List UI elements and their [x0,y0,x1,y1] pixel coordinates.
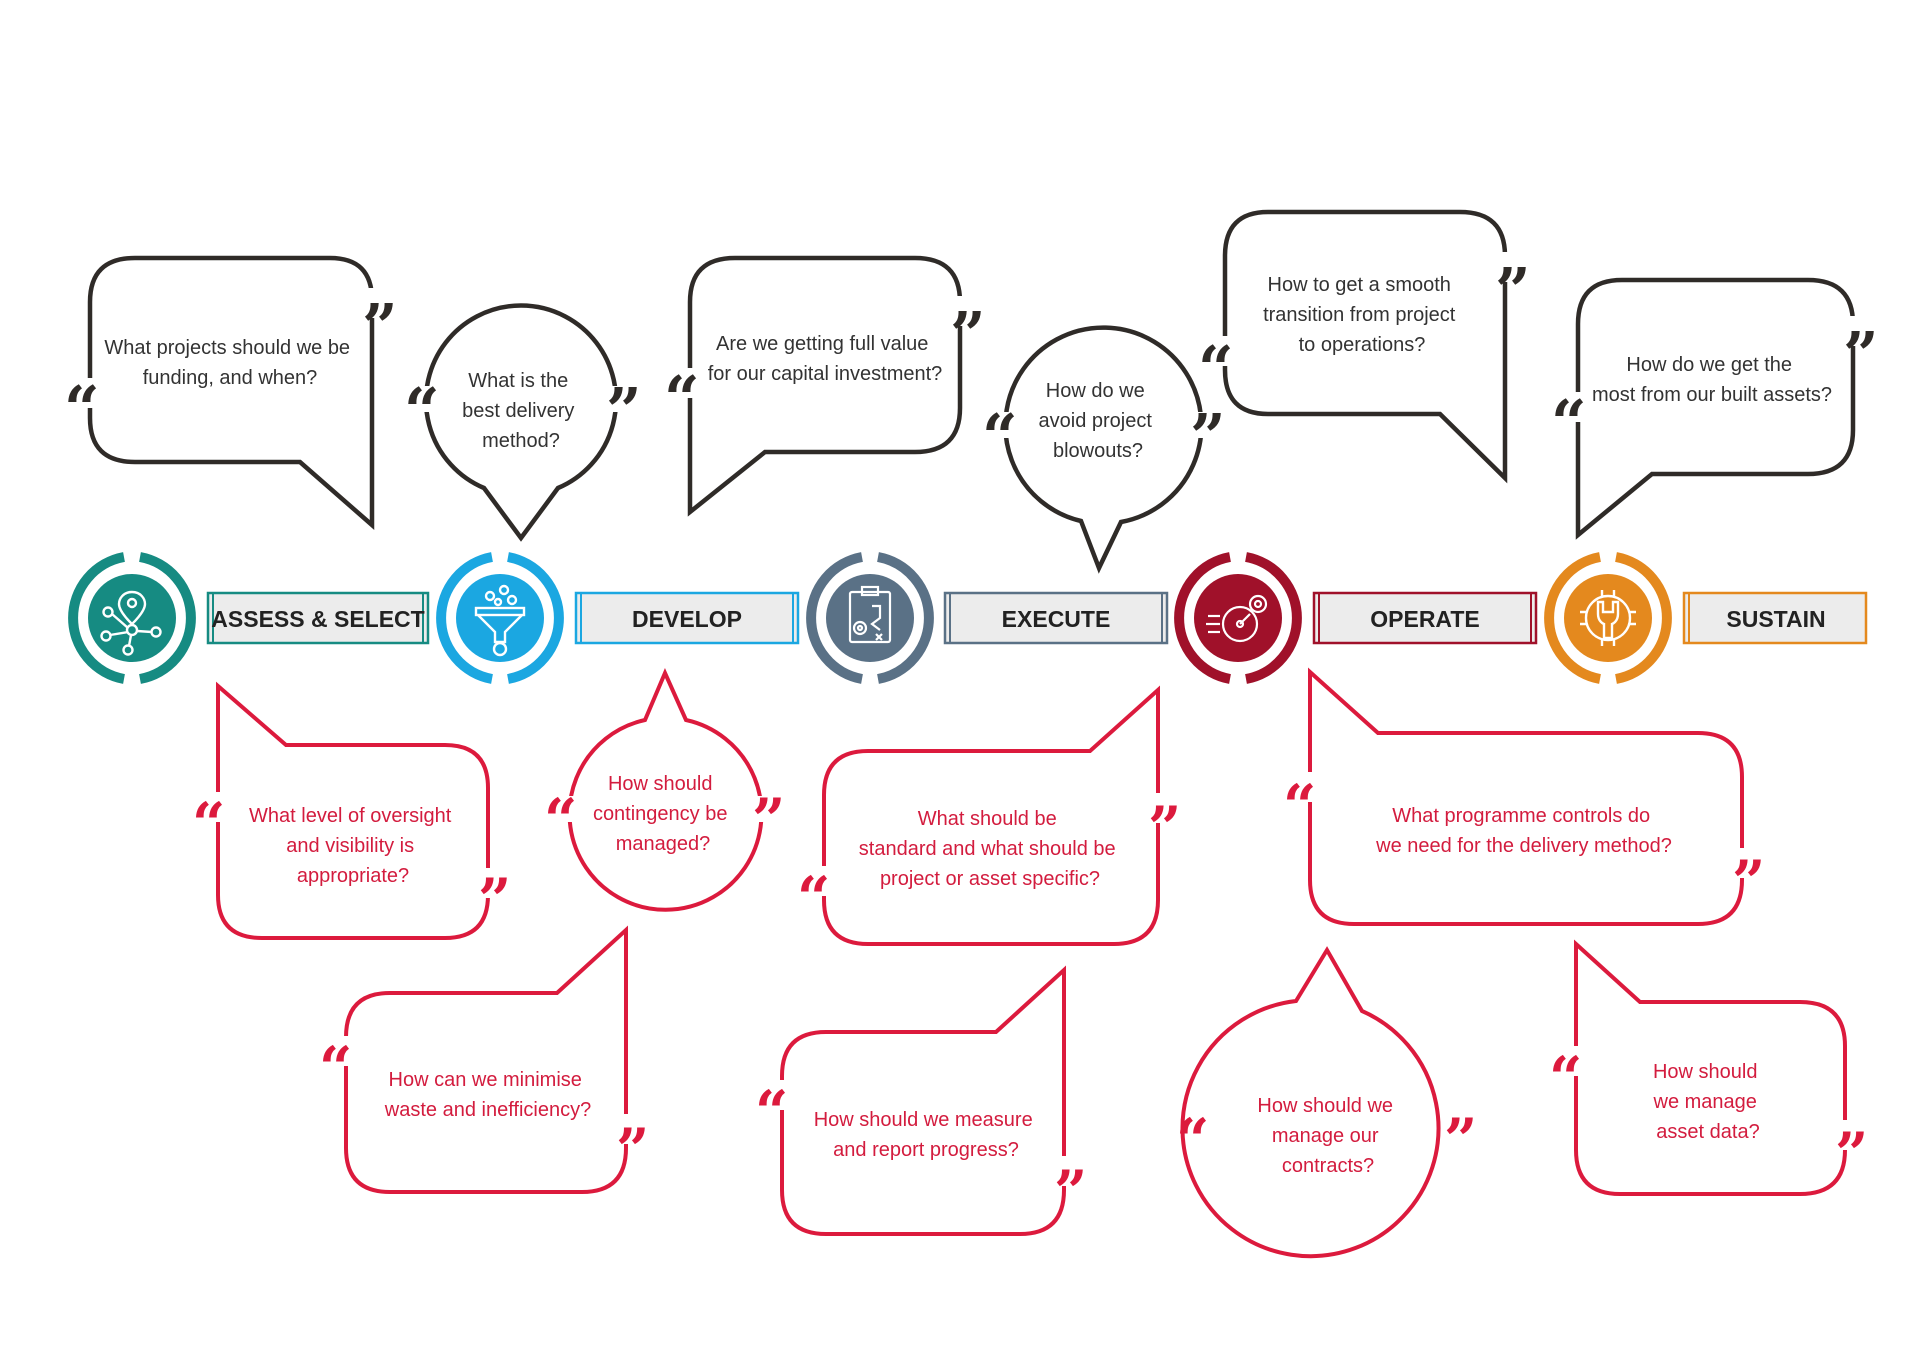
open-quote-icon: “ [64,372,100,445]
stage-develop: DEVELOP [574,591,800,645]
stage-label: SUSTAIN [1726,606,1825,632]
open-quote-icon: “ [1549,1044,1582,1112]
timeline: ASSESS & SELECT DEVELOP EXECUTE OPERATE … [68,552,1868,684]
stage-label: OPERATE [1370,606,1479,632]
question-text: How should we measure and report progres… [814,1109,1039,1161]
open-quote-icon: “ [404,374,440,447]
stage-execute: EXECUTE [943,591,1169,645]
stage-circle-develop [436,552,564,684]
funnel-icon [474,584,526,657]
question-bubble: “ ” How should we manage asset data? [1549,939,1868,1196]
stage-label: DEVELOP [632,606,742,632]
question-bubble: “ ” What programme controls do we need f… [1283,667,1765,926]
question-bubble: “ ” What projects should we be funding, … [64,255,398,530]
open-quote-icon: “ [1176,1106,1209,1174]
stage-circle-sustain [1544,552,1672,684]
question-text: What should be standard and what should … [859,808,1121,890]
question-text: What level of oversight and visibility i… [249,805,457,887]
question-text: How should contingency be managed? [593,773,733,855]
stage-circle-execute [806,552,934,684]
speedometer-gear-icon [1206,594,1268,643]
question-bubble: “ ” How should we manage our contracts? [1176,946,1477,1259]
open-quote-icon: “ [319,1034,352,1102]
question-text: Are we getting full value for our capita… [708,333,943,385]
question-bubble: “ ” How should we measure and report pro… [755,965,1087,1236]
close-quote-icon: ” [1054,1158,1087,1226]
close-quote-icon: ” [1148,794,1181,862]
close-quote-icon: ” [950,298,986,371]
question-text: What programme controls do we need for t… [1375,805,1672,857]
top-questions: “ ” What projects should we be funding, … [64,209,1879,574]
stage-label: ASSESS & SELECT [211,606,424,632]
stage-circle-assess [68,552,196,684]
open-quote-icon: “ [1551,386,1587,459]
question-bubble: “ ” Are we getting full value for our ca… [664,255,986,517]
question-bubble: “ ” What level of oversight and visibili… [192,681,511,940]
stage-sustain: SUSTAIN [1682,591,1868,645]
question-bubble: “ ” How to get a smooth transition from … [1198,209,1531,484]
stage-label-box [943,591,1169,645]
question-bubble: “ ” What is the best delivery method? [404,303,642,542]
question-bubble: “ ” How can we minimise waste and ineffi… [319,925,649,1194]
close-quote-icon: ” [606,374,642,447]
open-quote-icon: “ [664,362,700,435]
question-bubble: “ ” How do we get the most from our buil… [1551,277,1879,540]
close-quote-icon: ” [1190,400,1226,473]
network-pin-icon [100,590,162,656]
question-bubble: “ ” What should be standard and what sho… [797,685,1181,946]
open-quote-icon: “ [797,864,830,932]
stage-label-box [206,591,430,645]
open-quote-icon: “ [1198,332,1234,405]
question-text: What is the best delivery method? [462,370,580,452]
stage-assess-select: ASSESS & SELECT [206,591,430,645]
close-quote-icon: ” [362,290,398,363]
open-quote-icon: “ [755,1078,788,1146]
close-quote-icon: ” [1835,1120,1868,1188]
open-quote-icon: “ [982,400,1018,473]
question-text: How do we get the most from our built as… [1592,354,1832,406]
close-quote-icon: ” [752,786,785,854]
stage-circle-operate [1174,552,1302,684]
stage-label-box [574,591,800,645]
question-text: How should we manage asset data? [1653,1061,1764,1143]
close-quote-icon: ” [1495,254,1531,327]
question-text: How to get a smooth transition from proj… [1263,274,1461,356]
bottom-questions: “ ” What level of oversight and visibili… [192,667,1868,1259]
question-bubble: “ ” How should contingency be managed? [544,667,785,912]
question-bubble: “ ” How do we avoid project blowouts? [982,325,1226,574]
question-text: How should we manage our contracts? [1257,1095,1398,1177]
open-quote-icon: “ [544,786,577,854]
open-quote-icon: “ [192,790,225,858]
stage-label: EXECUTE [1002,606,1111,632]
question-text: What projects should we be funding, and … [104,337,355,389]
wrench-gear-icon [1580,590,1636,646]
question-text: How do we avoid project blowouts? [1039,380,1158,462]
close-quote-icon: ” [478,866,511,934]
question-text: How can we minimise waste and inefficien… [384,1069,591,1121]
close-quote-icon: ” [616,1116,649,1184]
clipboard-plan-icon [848,585,892,644]
close-quote-icon: ” [1444,1106,1477,1174]
stage-label-box [1682,591,1868,645]
open-quote-icon: “ [1283,772,1316,840]
stage-operate: OPERATE [1312,591,1538,645]
stage-label-box [1312,591,1538,645]
close-quote-icon: ” [1843,318,1879,391]
close-quote-icon: ” [1732,848,1765,916]
